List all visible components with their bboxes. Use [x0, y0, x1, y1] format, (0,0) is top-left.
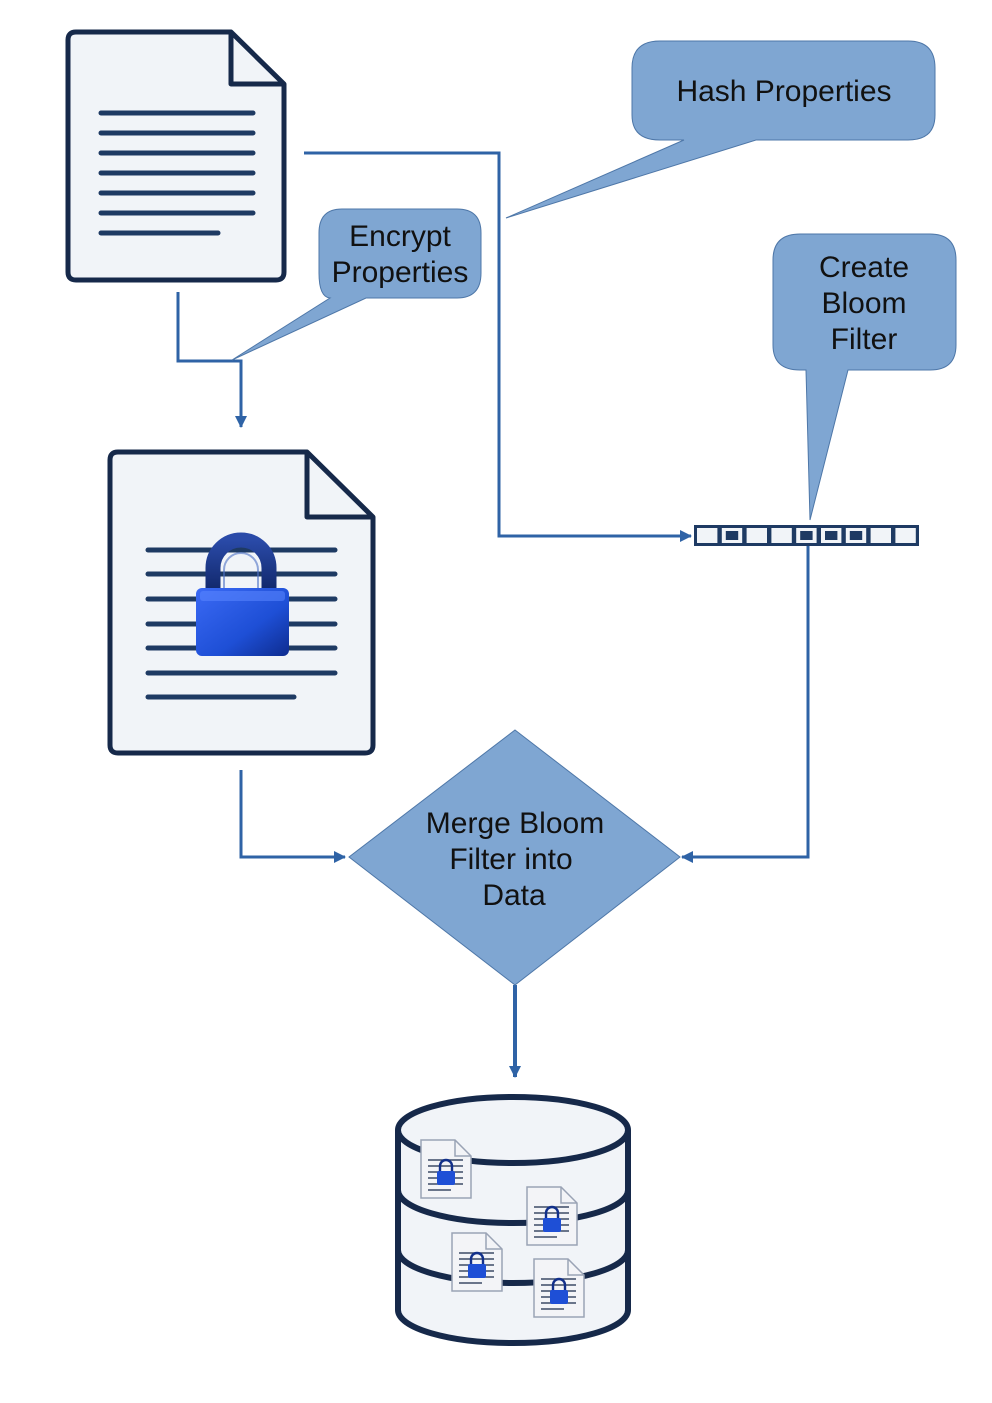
arrow-bloom-to-merge	[681, 546, 810, 863]
merge-label-line2: Filter into	[449, 843, 572, 876]
mini-encrypted-document-icon	[532, 1257, 586, 1319]
encrypt-properties-label-line1: Encrypt	[349, 220, 451, 253]
arrow-doc-to-encrypted	[176, 292, 247, 428]
create-bloom-filter-label-line1: Create	[819, 251, 909, 284]
mini-encrypted-document-icon	[525, 1185, 579, 1247]
bloom-filter-bit-set	[849, 531, 863, 540]
document-icon	[65, 29, 287, 283]
bloom-filter-bit-set	[825, 531, 838, 540]
arrow-doc-to-bloom-filter	[304, 151, 692, 542]
hash-properties-callout: Hash Properties	[505, 40, 936, 219]
create-bloom-filter-callout: Create Bloom Filter	[772, 233, 957, 521]
connectors	[176, 151, 810, 1078]
merge-label-line3: Data	[482, 879, 546, 912]
create-bloom-filter-label-line2: Bloom	[821, 287, 906, 320]
bloom-filter-bit	[771, 528, 792, 543]
hash-properties-label: Hash Properties	[676, 75, 891, 108]
create-bloom-filter-label-line3: Filter	[831, 323, 898, 356]
bloom-filter-bit-set	[725, 531, 739, 540]
lock-icon	[196, 532, 289, 656]
bloom-filter-icon	[694, 525, 919, 546]
merge-bloom-filter-decision: Merge Bloom Filter into Data	[348, 729, 681, 986]
bloom-filter-bit	[870, 528, 891, 543]
bloom-filter-bit	[697, 528, 718, 543]
encrypted-document-icon	[107, 449, 376, 756]
bloom-filter-bit	[895, 528, 916, 543]
arrow-encrypted-to-merge	[239, 770, 346, 863]
bloom-filter-bit-set	[800, 531, 813, 540]
bloom-filter-bit	[746, 528, 767, 543]
merge-label-line1: Merge Bloom	[426, 807, 604, 840]
database-icon	[395, 1094, 631, 1346]
encrypt-properties-label-line2: Properties	[332, 256, 469, 289]
mini-encrypted-document-icon	[419, 1138, 473, 1200]
mini-encrypted-document-icon	[450, 1231, 504, 1293]
encrypt-properties-callout: Encrypt Properties	[231, 208, 482, 361]
